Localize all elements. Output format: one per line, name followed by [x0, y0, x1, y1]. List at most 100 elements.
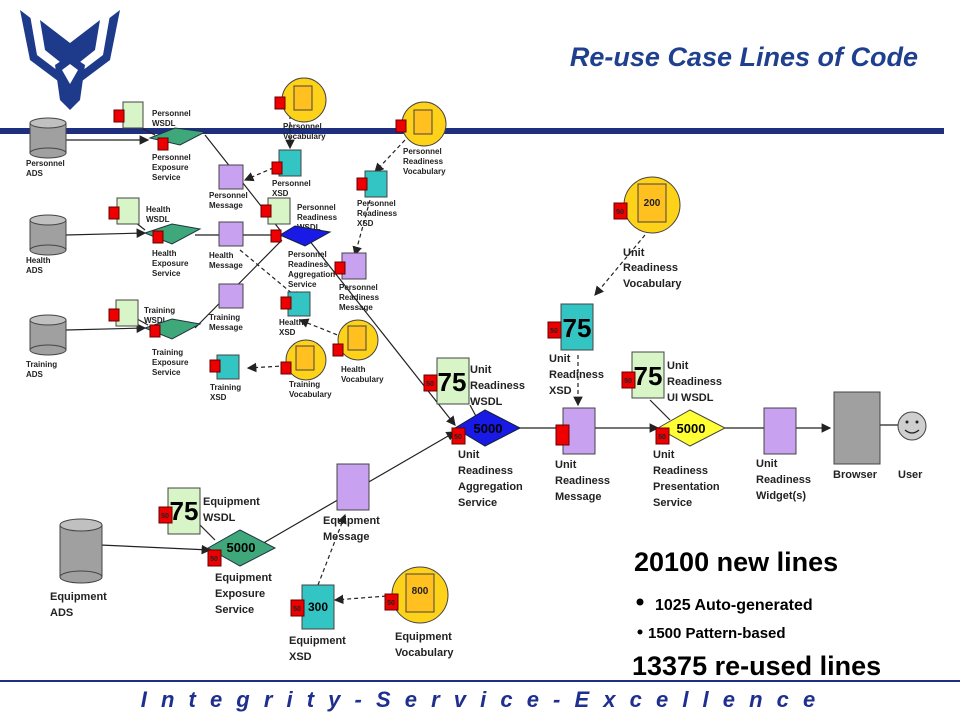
marker	[621, 371, 636, 389]
personnel-readiness-vocab-label: Personnel Readiness Vocabulary	[403, 147, 446, 176]
equipment-vocab-label: Equipment Vocabulary	[395, 631, 455, 659]
personnel-xsd-label: Personnel XSD	[272, 179, 313, 198]
marker	[157, 137, 169, 151]
unit-aggregation-service	[454, 409, 522, 447]
unit-message-label: Unit Readiness Message	[555, 459, 613, 503]
marker	[290, 599, 305, 617]
equipment-xsd-label: Equipment XSD	[289, 635, 349, 663]
health-wsdl-label: Health WSDL	[146, 205, 173, 224]
unit-agg-label: Unit Readiness Aggregation Service	[458, 449, 526, 509]
personnel-readiness-aggregation	[278, 225, 332, 247]
vocab-doc	[413, 109, 433, 135]
vocab-doc	[293, 85, 313, 111]
unit-wsdl-count: 75	[438, 367, 467, 397]
air-force-logo	[20, 10, 120, 110]
marker-count: 50	[454, 434, 462, 441]
pattern-based-summary: 1500 Pattern-based	[648, 625, 786, 642]
marker	[555, 424, 570, 446]
marker-count: 50	[293, 606, 301, 613]
personnel-readiness-xsd-label: Personnel Readiness XSD	[357, 199, 399, 228]
training-exposure-service	[143, 318, 202, 340]
marker	[451, 427, 466, 445]
marker-count: 50	[161, 513, 169, 520]
unit-widget-doc	[763, 407, 797, 455]
personnel-ads-label: Personnel ADS	[26, 159, 67, 178]
marker-count: 50	[550, 328, 558, 335]
unit-pres-count: 5000	[677, 421, 706, 436]
equip-wsdl-count: 75	[170, 496, 199, 526]
equipment-ads	[59, 518, 103, 584]
training-message-label: Training Message	[209, 313, 243, 332]
vocab-doc	[295, 345, 315, 371]
marker-count: 50	[387, 600, 395, 607]
marker	[423, 374, 438, 392]
browser-box	[833, 391, 881, 465]
health-exposure-label: Health Exposure Service	[152, 249, 191, 278]
marker	[655, 427, 670, 445]
training-ads-label: Training ADS	[26, 360, 59, 379]
marker	[207, 549, 222, 567]
marker	[149, 324, 161, 338]
unit-agg-count: 5000	[474, 421, 503, 436]
unit-ui-wsdl-label: Unit Readiness UI WSDL	[667, 360, 725, 404]
browser-label: Browser	[833, 469, 878, 481]
bullet-icon	[636, 598, 644, 606]
new-lines-summary: 20100 new lines	[634, 547, 838, 577]
unit-vocab-count: 200	[644, 198, 661, 209]
marker	[613, 202, 628, 220]
user-label: User	[898, 469, 923, 481]
marker	[395, 119, 407, 133]
vocab-doc	[347, 325, 367, 351]
marker-count: 50	[624, 378, 632, 385]
marker-count: 50	[426, 381, 434, 388]
equipment-exposure-service	[206, 529, 277, 567]
training-xsd-label: Training XSD	[210, 383, 243, 402]
marker-count: 50	[210, 556, 218, 563]
personnel-exposure-label: Personnel Exposure Service	[152, 153, 193, 182]
marker	[271, 161, 283, 175]
unit-ui-wsdl-count: 75	[634, 361, 663, 391]
equipment-message-doc	[336, 463, 370, 511]
marker	[356, 177, 368, 191]
personnel-ads	[29, 117, 67, 159]
personnel-message-label: Personnel Message	[209, 191, 250, 210]
equip-vocab-count: 800	[412, 586, 429, 597]
vocab-doc	[405, 573, 435, 613]
unit-presentation-service	[656, 409, 727, 447]
marker	[332, 343, 344, 357]
auto-generated-summary: 1025 Auto-generated	[655, 597, 813, 614]
marker	[152, 230, 164, 244]
marker-count: 50	[616, 209, 624, 216]
training-vocab-label: Training Vocabulary	[289, 380, 332, 399]
unit-ui-wsdl-doc	[631, 351, 665, 399]
training-message-doc	[218, 283, 244, 309]
unit-pres-label: Unit Readiness Presentation Service	[653, 449, 723, 509]
marker	[280, 296, 292, 310]
training-exposure-label: Training Exposure Service	[152, 348, 191, 377]
unit-vocab-label: Unit Readiness Vocabulary	[623, 247, 682, 290]
personnel-wsdl-label: Personnel WSDL	[152, 109, 193, 128]
footer-motto: I n t e g r i t y - S e r v i c e - E x …	[141, 687, 820, 712]
marker	[209, 359, 221, 373]
unit-xsd-label: Unit Readiness XSD	[549, 353, 607, 397]
unit-widget-label: Unit Readiness Widget(s)	[756, 458, 814, 502]
personnel-readiness-message-doc	[341, 252, 367, 280]
unit-xsd-count: 75	[563, 313, 592, 343]
marker	[334, 261, 346, 275]
personnel-readiness-wsdl-label: Personnel Readiness WSDL	[297, 203, 339, 232]
unit-wsdl-doc	[436, 357, 470, 405]
health-xsd-label: Health XSD	[279, 318, 306, 337]
marker	[260, 204, 272, 218]
marker	[274, 96, 286, 110]
marker	[113, 109, 125, 123]
health-wsdl-doc	[116, 197, 140, 225]
equipment-wsdl-label: Equipment WSDL	[203, 496, 263, 524]
vocab-doc	[637, 183, 667, 223]
personnel-readiness-agg-label: Personnel Readiness Aggregation Service	[288, 250, 337, 289]
personnel-readiness-xsd-doc	[364, 170, 388, 198]
equipment-wsdl-doc	[167, 487, 201, 535]
health-message-doc	[218, 221, 244, 247]
training-wsdl-label: Training WSDL	[144, 306, 177, 325]
page-title: Re-use Case Lines of Code	[570, 42, 918, 72]
